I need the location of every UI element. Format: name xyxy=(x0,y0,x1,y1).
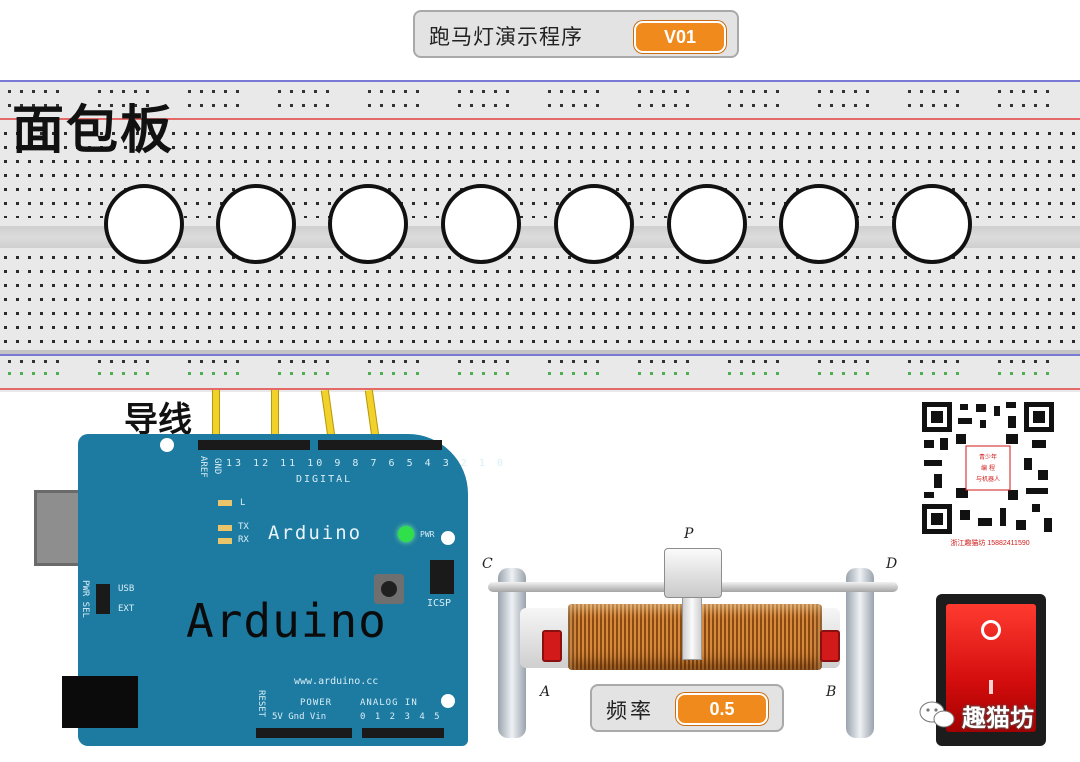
rail-line xyxy=(0,118,1080,120)
qr-code: 青少年 编 程 与机器人 xyxy=(920,400,1056,536)
wire-label: 导线 xyxy=(124,400,192,440)
led-3[interactable] xyxy=(328,184,408,264)
pwr-label: PWR xyxy=(420,530,435,539)
power-header xyxy=(256,728,352,738)
gnd-label: GND xyxy=(212,458,222,475)
mount-hole xyxy=(160,438,174,452)
led-4[interactable] xyxy=(441,184,521,264)
rx-led xyxy=(218,538,232,544)
mount-hole xyxy=(441,531,455,545)
title-monitor-label: 跑马灯演示程序 xyxy=(429,25,583,49)
pin-11: 11 xyxy=(280,458,299,469)
reset-cap xyxy=(381,581,397,597)
pin-8: 8 xyxy=(352,458,362,469)
version-value: V01 xyxy=(634,21,726,53)
qr-center-2: 编 程 xyxy=(981,464,995,472)
led-1[interactable] xyxy=(104,184,184,264)
rheostat-slider-blade xyxy=(682,590,702,660)
wire xyxy=(271,390,279,448)
rx-label: RX xyxy=(238,535,249,545)
frequency-monitor: 频率 0.5 xyxy=(590,684,784,732)
pin-2: 2 xyxy=(460,458,470,469)
icsp-label: ICSP xyxy=(427,598,452,609)
analog-pins-label: 0 1 2 3 4 5 xyxy=(360,712,442,722)
title-monitor: 跑马灯演示程序 V01 xyxy=(413,10,739,58)
pin-13: 13 xyxy=(226,458,245,469)
pin-4: 4 xyxy=(424,458,434,469)
breadboard-label: 面包板 xyxy=(12,101,175,161)
digital-header xyxy=(198,440,310,450)
power-label: POWER xyxy=(300,698,333,708)
pin-9: 9 xyxy=(334,458,344,469)
power-jack xyxy=(62,676,138,728)
pin-1: 1 xyxy=(478,458,488,469)
power-pins-label: 5V Gnd Vin xyxy=(272,712,327,722)
frequency-value: 0.5 xyxy=(676,693,768,725)
tx-led xyxy=(218,525,232,531)
icsp-header xyxy=(430,560,454,594)
pin-5: 5 xyxy=(406,458,416,469)
rail-line xyxy=(0,80,1080,82)
pwr-sel-label: PWR SEL xyxy=(80,580,90,618)
led-l xyxy=(218,500,232,506)
pin-7: 7 xyxy=(370,458,380,469)
reset-button[interactable] xyxy=(374,574,404,604)
rheostat-slider[interactable] xyxy=(664,548,722,598)
mount-hole xyxy=(441,694,455,708)
arduino-logo: Arduino xyxy=(186,594,387,648)
switch-on-icon xyxy=(989,680,993,694)
label-d: D xyxy=(886,556,898,572)
arduino-url: www.arduino.cc xyxy=(294,676,379,687)
analog-header xyxy=(362,728,444,738)
tx-label: TX xyxy=(238,522,249,532)
qr-center-1: 青少年 xyxy=(979,453,997,461)
digital-header xyxy=(318,440,442,450)
wire xyxy=(212,390,220,448)
terminal-a xyxy=(542,630,562,662)
pin-3: 3 xyxy=(442,458,452,469)
led-5[interactable] xyxy=(554,184,634,264)
analog-in-label: ANALOG IN xyxy=(360,698,418,708)
pin-numbers: 13 12 11 10 9 8 7 6 5 4 3 2 1 0 xyxy=(226,458,506,469)
led-2[interactable] xyxy=(216,184,296,264)
pin-12: 12 xyxy=(253,458,272,469)
led-6[interactable] xyxy=(667,184,747,264)
digital-label: DIGITAL xyxy=(296,474,353,485)
frequency-label: 频率 xyxy=(606,699,654,723)
pin-0: 0 xyxy=(496,458,506,469)
watermark-text: 趣猫坊 xyxy=(962,704,1034,732)
ext-sel-label: EXT xyxy=(118,604,135,614)
switch-off-icon xyxy=(981,620,1001,640)
terminal-b xyxy=(820,630,840,662)
led-l-label: L xyxy=(240,498,246,508)
qr-caption: 浙江趣猫坊 15882411590 xyxy=(950,540,1030,547)
led-8[interactable] xyxy=(892,184,972,264)
aref-label: AREF xyxy=(198,456,208,478)
qr-center-3: 与机器人 xyxy=(976,475,1000,483)
label-p: P xyxy=(684,526,694,542)
rail-line xyxy=(0,354,1080,356)
arduino-small-logo: Arduino xyxy=(268,522,363,544)
power-led xyxy=(398,526,414,542)
bottom-rail-holes xyxy=(0,356,1080,386)
label-a: A xyxy=(540,684,551,700)
pin-6: 6 xyxy=(388,458,398,469)
top-rail-holes xyxy=(0,86,1080,116)
rail-line xyxy=(0,388,1080,390)
divider xyxy=(0,350,1080,354)
rheostat-stand-right xyxy=(846,568,874,738)
reset-label: RESET xyxy=(256,690,266,718)
label-c: C xyxy=(482,556,493,572)
wechat-icon xyxy=(919,701,955,728)
usb-sel-label: USB xyxy=(118,584,135,594)
label-b: B xyxy=(826,684,837,700)
pwr-sel-jumper[interactable] xyxy=(96,584,110,614)
pin-10: 10 xyxy=(307,458,326,469)
lower-terminal-holes xyxy=(0,252,1080,344)
led-7[interactable] xyxy=(779,184,859,264)
